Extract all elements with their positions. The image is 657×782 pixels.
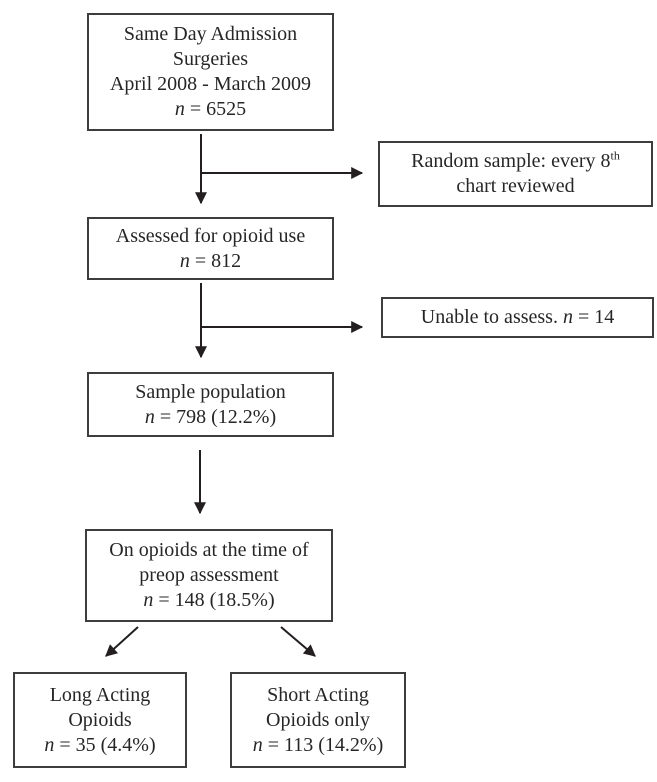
stat-value: = 35 (4.4%) (54, 733, 156, 756)
box-random-sample: Random sample: every 8th chart reviewed (378, 141, 653, 207)
stat-variable: n (174, 98, 185, 120)
box-text-line: Surgeries (172, 48, 249, 70)
box-stat-line: n = 812 (89, 249, 332, 274)
stat-variable: n (252, 733, 263, 756)
stat-value: = 113 (14.2%) (262, 733, 384, 756)
box-text-line: Sample population (135, 380, 286, 403)
box-sample-population: Sample population n = 798 (12.2%) (87, 372, 334, 437)
box-stat-line: Unable to assess. n = 14 (383, 305, 652, 330)
box-text-line: chart reviewed (456, 175, 575, 197)
box-stat-line: n = 6525 (89, 97, 332, 122)
box-assessed-for-opioid-use: Assessed for opioid use n = 812 (87, 217, 334, 280)
stat-value: = 14 (572, 306, 615, 328)
box-text-line: On opioids at the time of (109, 539, 309, 561)
stat-value: = 6525 (184, 98, 247, 120)
box-text-line: preop assessment (139, 564, 279, 586)
stat-value: = 798 (12.2%) (154, 405, 277, 428)
arrow-on-opioids-to-short-acting-icon (280, 626, 316, 657)
box-text-line: Long Acting (49, 683, 151, 706)
box-long-acting-opioids: Long Acting Opioids n = 35 (4.4%) (13, 672, 187, 768)
stat-variable: n (44, 733, 55, 756)
unable-text: Unable to assess. (420, 306, 563, 328)
box-text-line: April 2008 - March 2009 (109, 73, 312, 95)
box-same-day-admission-surgeries: Same Day Admission Surgeries April 2008 … (87, 13, 334, 131)
stat-variable: n (143, 589, 154, 611)
box-text-line: Assessed for opioid use (115, 224, 306, 247)
stat-variable: n (179, 249, 190, 272)
box-text-line: Short Acting (267, 683, 369, 706)
random-sample-text: Random sample: every 8 (411, 150, 611, 172)
box-stat-line: n = 798 (12.2%) (89, 405, 332, 430)
box-stat-line: n = 113 (14.2%) (232, 733, 404, 758)
stat-value: = 812 (189, 249, 242, 272)
box-unable-to-assess: Unable to assess. n = 14 (381, 297, 654, 338)
box-text-line: Opioids (68, 708, 132, 731)
box-text-line: Same Day Admission (123, 23, 298, 45)
stat-value: = 148 (18.5%) (153, 589, 275, 611)
box-short-acting-opioids-only: Short Acting Opioids only n = 113 (14.2%… (230, 672, 406, 768)
box-text-line: Random sample: every 8th (380, 149, 651, 174)
box-on-opioids-at-preop: On opioids at the time of preop assessme… (85, 529, 333, 622)
box-text-line: Opioids only (266, 708, 370, 731)
box-stat-line: n = 148 (18.5%) (87, 588, 331, 613)
box-stat-line: n = 35 (4.4%) (15, 733, 185, 758)
ordinal-superscript: th (610, 148, 620, 163)
stat-variable: n (562, 306, 573, 328)
stat-variable: n (144, 405, 155, 428)
arrow-on-opioids-to-long-acting-icon (105, 626, 139, 657)
